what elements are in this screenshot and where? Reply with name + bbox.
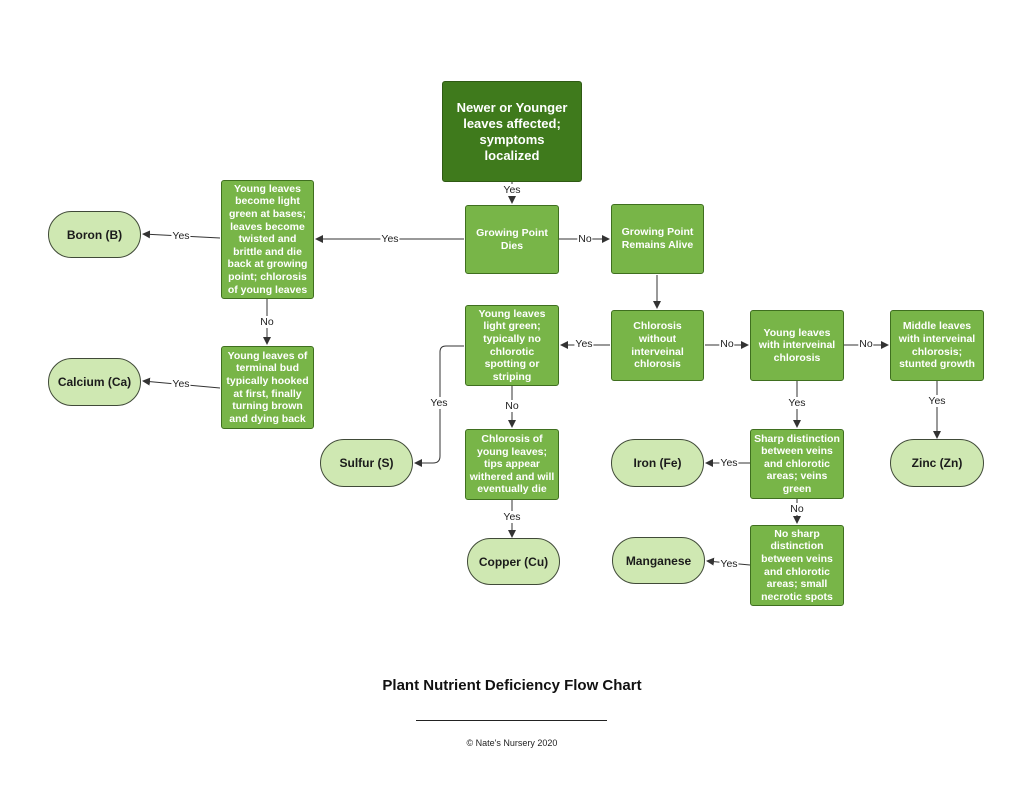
label-interveinal-to-sharp: Yes bbox=[787, 397, 807, 409]
result-iron: Iron (Fe) bbox=[611, 439, 704, 487]
label-chlorosis-without-to-interveinal: No bbox=[719, 338, 735, 350]
node-chlorosis-young-leaves: Chlorosis of young leaves; tips appear w… bbox=[465, 429, 559, 500]
result-sulfur: Sulfur (S) bbox=[320, 439, 413, 487]
label-middle-to-zinc: Yes bbox=[927, 395, 947, 407]
label-dies-to-light-green-bases: Yes bbox=[380, 233, 400, 245]
node-no-sharp-distinction: No sharp distinction between veins and c… bbox=[750, 525, 844, 606]
result-manganese: Manganese bbox=[612, 537, 705, 584]
node-young-leaves-light-green-bases: Young leaves become light green at bases… bbox=[221, 180, 314, 299]
label-light-green-to-sulfur: Yes bbox=[429, 397, 449, 409]
node-chlorosis-without-interveinal: Chlorosis without interveinal chlorosis bbox=[611, 310, 704, 381]
divider bbox=[416, 720, 607, 721]
chart-title: Plant Nutrient Deficiency Flow Chart bbox=[382, 677, 642, 694]
label-light-green-bases-to-boron: Yes bbox=[171, 230, 191, 242]
result-boron: Boron (B) bbox=[48, 211, 141, 258]
label-light-green-to-chlorosis-young: No bbox=[504, 400, 520, 412]
label-interveinal-to-middle: No bbox=[858, 338, 874, 350]
node-growing-point-dies: Growing Point Dies bbox=[465, 205, 559, 274]
node-young-leaves-light-green: Young leaves light green; typically no c… bbox=[465, 305, 559, 386]
result-calcium: Calcium (Ca) bbox=[48, 358, 141, 406]
label-sharp-to-no-sharp: No bbox=[789, 503, 805, 515]
label-no-sharp-to-manganese: Yes bbox=[719, 558, 739, 570]
copyright: © Nate's Nursery 2020 bbox=[466, 738, 558, 748]
result-zinc: Zinc (Zn) bbox=[890, 439, 984, 487]
label-light-green-bases-to-terminal-bud: No bbox=[259, 316, 275, 328]
label-sharp-to-iron: Yes bbox=[719, 457, 739, 469]
node-terminal-bud-hooked: Young leaves of terminal bud typically h… bbox=[221, 346, 314, 429]
node-young-leaves-interveinal: Young leaves with interveinal chlorosis bbox=[750, 310, 844, 381]
node-growing-point-alive: Growing Point Remains Alive bbox=[611, 204, 704, 274]
label-chlorosis-without-to-light-green: Yes bbox=[574, 338, 594, 350]
label-terminal-bud-to-calcium: Yes bbox=[171, 378, 191, 390]
node-start: Newer or Younger leaves affected; sympto… bbox=[442, 81, 582, 182]
label-dies-to-alive: No bbox=[577, 233, 593, 245]
node-middle-leaves-interveinal: Middle leaves with interveinal chlorosis… bbox=[890, 310, 984, 381]
label-start-to-dies: Yes bbox=[502, 184, 522, 196]
label-chlorosis-young-to-copper: Yes bbox=[502, 511, 522, 523]
result-copper: Copper (Cu) bbox=[467, 538, 560, 585]
node-sharp-distinction: Sharp distinction between veins and chlo… bbox=[750, 429, 844, 499]
